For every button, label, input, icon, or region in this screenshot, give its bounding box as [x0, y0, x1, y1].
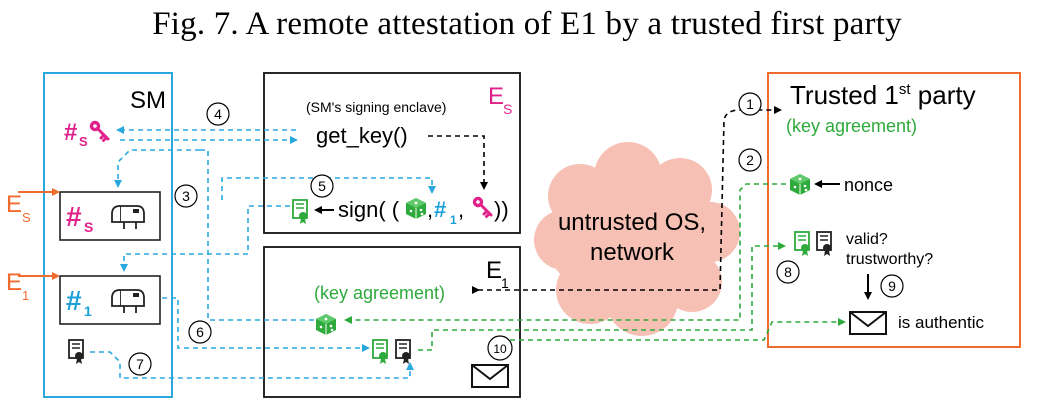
sign-call-prefix: sign( ( — [338, 197, 400, 222]
svg-text:8: 8 — [784, 264, 792, 280]
svg-text:3: 3 — [182, 188, 190, 204]
certificate-icon — [292, 199, 308, 225]
left-e1-subscript: 1 — [22, 288, 29, 303]
flow-5 — [120, 205, 290, 272]
es-label: E — [488, 83, 504, 110]
cloud-line-2: network — [590, 239, 675, 266]
svg-text:5: 5 — [318, 178, 326, 194]
hash-1-slot-symbol: # — [66, 285, 82, 316]
svg-text:1: 1 — [746, 96, 754, 112]
svg-text:4: 4 — [214, 106, 222, 122]
hash-s-symbol: # — [64, 119, 77, 146]
flow-3-vertical — [200, 149, 318, 321]
svg-text:7: 7 — [136, 356, 144, 372]
step-5: 5 — [310, 174, 334, 198]
step-6: 6 — [188, 320, 212, 344]
hash-1-slot-subscript: 1 — [84, 303, 92, 319]
dice-icon — [789, 173, 811, 196]
step-1: 1 — [738, 92, 762, 116]
flow-getkey-to-sign — [428, 135, 488, 190]
envelope-icon — [849, 311, 887, 335]
step-8: 8 — [776, 260, 800, 284]
certificate-icon — [68, 339, 84, 365]
svg-text:2: 2 — [746, 152, 754, 168]
certificate-icon — [395, 339, 411, 365]
hash-s-slot-subscript: S — [84, 219, 93, 235]
flow-10-envelope — [492, 318, 846, 341]
certificate-icon — [372, 339, 388, 365]
sign-comma-2: , — [458, 197, 464, 222]
svg-text:9: 9 — [888, 278, 896, 294]
svg-text:10: 10 — [493, 342, 507, 356]
step-markers: 1 2 3 4 5 6 7 8 9 10 — [128, 92, 904, 376]
sign-hash-1-subscript: 1 — [450, 213, 457, 227]
flow-7 — [90, 351, 414, 379]
svg-text:6: 6 — [196, 324, 204, 340]
hash-s-slot-symbol: # — [66, 201, 82, 232]
trustworthy-label: trustworthy? — [846, 251, 933, 268]
tp-title: Trusted 1st party — [790, 80, 976, 110]
sm-box — [43, 72, 173, 398]
certificate-icon — [794, 231, 810, 257]
sign-hash-1: # — [434, 197, 446, 222]
sm-label: SM — [130, 87, 166, 114]
es-description: (SM's signing enclave) — [306, 99, 446, 115]
left-es-label: E — [6, 191, 22, 218]
step-4: 4 — [206, 102, 230, 126]
e1-key-agreement: (key agreement) — [314, 283, 445, 303]
e1-subscript: 1 — [501, 275, 509, 291]
step-10: 10 — [487, 335, 513, 361]
flow-3-down — [114, 149, 200, 188]
flow-key-agreement — [478, 106, 782, 291]
flow-2-nonce — [344, 183, 786, 324]
cloud-line-1: untrusted OS, — [558, 209, 706, 236]
e1-label: E — [486, 257, 502, 284]
key-icon — [88, 119, 110, 142]
hash-s-subscript: S — [79, 134, 88, 149]
tp-key-agreement: (key agreement) — [786, 116, 917, 136]
trusted-party-box — [767, 72, 1021, 348]
certificate-icon — [816, 231, 832, 257]
step-9: 9 — [880, 274, 904, 298]
left-e1-label: E — [6, 269, 22, 296]
step-2: 2 — [738, 148, 762, 172]
get-key-call: get_key() — [316, 123, 408, 148]
es-box — [263, 72, 521, 234]
dice-icon — [315, 313, 337, 336]
envelope-icon — [471, 364, 509, 388]
step-3: 3 — [174, 184, 198, 208]
valid-label: valid? — [846, 231, 888, 248]
authentic-label: is authentic — [898, 313, 984, 332]
figure-title: Fig. 7. A remote attestation of E1 by a … — [152, 6, 902, 42]
step-7: 7 — [128, 352, 152, 376]
sign-comma: , — [427, 197, 433, 222]
flow-8-certs — [418, 242, 786, 351]
flow-6 — [162, 297, 370, 352]
key-icon — [471, 195, 493, 218]
left-es-subscript: S — [22, 210, 31, 225]
es-subscript: S — [503, 101, 512, 117]
nonce-label: nonce — [844, 175, 893, 195]
sign-call-suffix: )) — [494, 197, 509, 222]
dice-icon — [405, 197, 427, 220]
e1-box — [263, 246, 521, 398]
